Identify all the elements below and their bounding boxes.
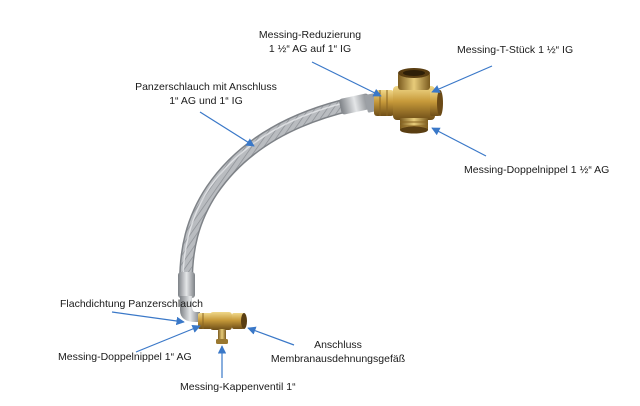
label-anschluss-line1: Anschluss [314,339,362,351]
arrow-flachdichtung [111,311,185,326]
label-schlauch: Panzerschlauch mit Anschluss 1“ AG und 1… [126,80,286,108]
arrow-anschluss [247,326,295,346]
arrow-reduzierung [311,61,382,97]
label-tstueck: Messing-T-Stück 1 ½“ IG [457,43,573,57]
brass-t-piece [393,68,443,120]
label-schlauch-line1: Panzerschlauch mit Anschluss [135,81,277,93]
arrow-tstueck [431,65,493,93]
brass-cap-valve [210,312,247,344]
label-anschluss-line2: Membranausdehnungsgefäß [270,353,406,365]
hose-ferrule-bottom [178,272,200,322]
label-flachdichtung: Flachdichtung Panzerschlauch [60,297,203,311]
hose-ferrule-top [339,93,378,115]
arrow-doppelnippel-klein [135,324,201,353]
arrow-schlauch [199,111,255,147]
label-reduzierung: Messing-Reduzierung 1 ½“ AG auf 1“ IG [250,28,370,56]
label-kappenventil: Messing-Kappenventil 1“ [180,380,296,394]
label-anschluss: Anschluss Membranausdehnungsgefäß [268,338,408,366]
label-doppelnippel-klein: Messing-Doppelnippel 1“ AG [58,350,192,364]
label-doppelnippel-klein-text: Messing-Doppelnippel 1“ AG [58,351,192,363]
braided-hose-texture [180,98,358,288]
brass-reducer [374,90,394,116]
label-doppelnippel-gross-text: Messing-Doppelnippel 1 ½“ AG [464,164,610,176]
label-reduzierung-line1: Messing-Reduzierung [258,29,362,41]
label-flachdichtung-text: Flachdichtung Panzerschlauch [60,298,204,310]
label-schlauch-line2: 1“ AG und 1“ IG [169,95,243,107]
label-reduzierung-line2: 1 ½“ AG auf 1“ IG [268,43,352,55]
label-doppelnippel-gross: Messing-Doppelnippel 1 ½“ AG [464,163,609,177]
annotation-arrows [111,61,493,378]
brass-double-nipple-small [198,313,212,329]
arrow-doppelnippel-gross [431,127,487,157]
label-tstueck-text: Messing-T-Stück 1 ½“ IG [457,44,574,56]
label-kappenventil-text: Messing-Kappenventil 1“ [180,381,296,393]
brass-double-nipple-large [400,118,428,134]
